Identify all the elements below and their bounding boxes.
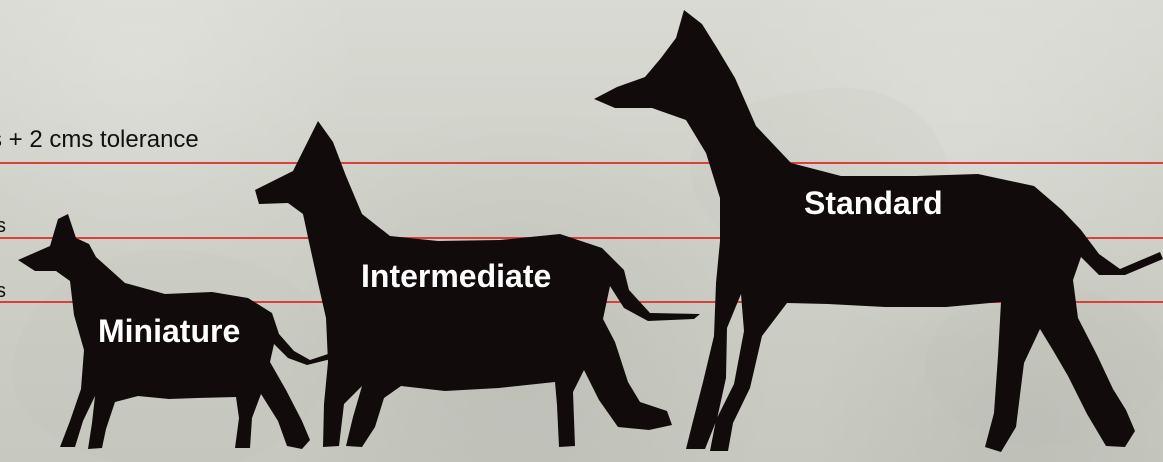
label-miniature: Miniature — [98, 315, 240, 347]
edge-mark-middle: s — [0, 216, 6, 236]
tolerance-note: s + 2 cms tolerance — [0, 128, 199, 152]
label-intermediate: Intermediate — [361, 260, 551, 292]
label-standard: Standard — [804, 187, 943, 219]
edge-mark-lower: s — [0, 281, 6, 301]
standard-dog-silhouette — [594, 10, 1163, 452]
